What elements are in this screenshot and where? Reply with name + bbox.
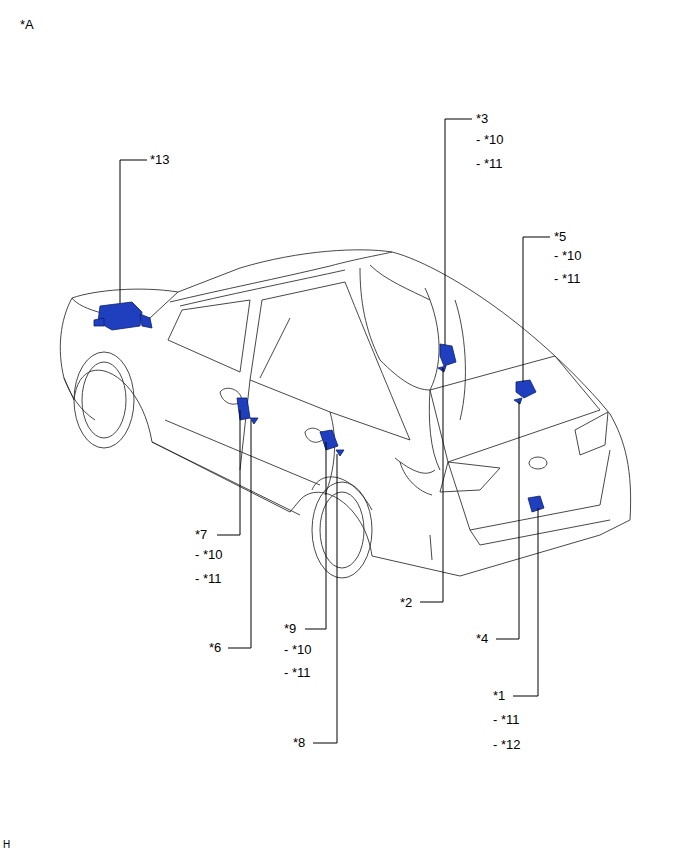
callout-number: *1 [493,688,505,703]
callout-number: *6 [209,640,221,655]
callout-number: - *11 [284,665,311,680]
callout-number: *3 [476,111,488,126]
callout-number: *A [20,17,34,32]
callout-number: *4 [476,631,488,646]
callout-number: - *11 [195,571,222,586]
callout-number: *9 [284,621,296,636]
callout-number: *7 [195,527,207,542]
callout-number: - *10 [476,132,503,147]
figure-code: H [3,839,10,851]
callout-number: *5 [554,229,566,244]
car-outline [60,250,630,578]
leader-lines [120,119,550,743]
callout-number: - *10 [554,248,581,263]
callout-number: - *12 [493,737,520,752]
callout-number: *8 [293,735,305,750]
callout-number: - *11 [476,156,503,171]
callout-number: - *11 [493,712,520,727]
highlighted-parts [94,302,544,512]
callout-number: *13 [150,152,170,167]
callout-number: *2 [400,595,412,610]
callout-number: - *10 [284,642,311,657]
callout-number: - *10 [195,547,222,562]
callout-number: - *11 [554,271,581,286]
